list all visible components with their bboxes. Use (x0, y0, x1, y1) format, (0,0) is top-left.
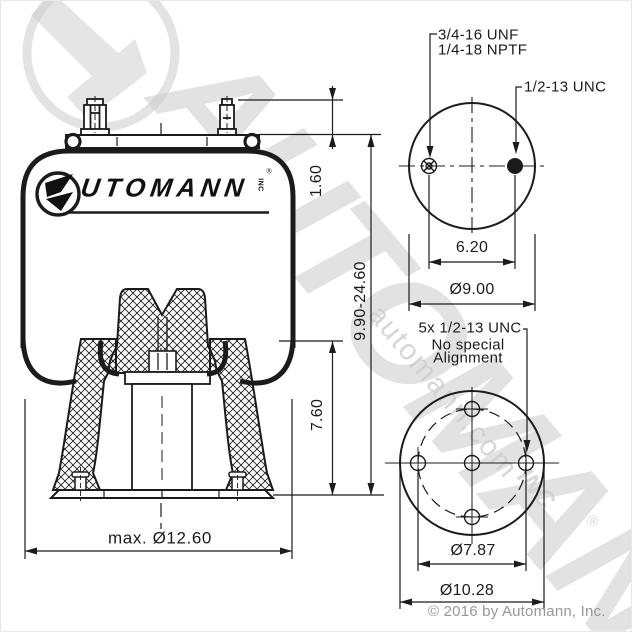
stud-hole (507, 158, 523, 174)
bellows-outline (20, 148, 296, 348)
label-combo-stud-thread-1: 3/4-16 UNF (438, 26, 519, 44)
dimension-linework (24, 33, 545, 609)
label-alignment-note-1: No special (431, 336, 505, 354)
dim-ride-height-range: 9.90-24.60 (352, 261, 369, 341)
top-view (399, 97, 546, 235)
logo-brand-text: UTOMANN (78, 172, 251, 203)
dim-stud-spacing: 6.20 (455, 239, 489, 256)
bolt-holes (409, 400, 535, 526)
dimension-arrowheads (25, 88, 544, 606)
air-fitting-port (420, 157, 438, 175)
label-bolt-spec: 5x 1/2-13 UNC (418, 319, 522, 337)
piston-skirt-line (214, 385, 226, 489)
combo-stud (80, 96, 110, 136)
label-alignment-note-2: Alignment (433, 349, 503, 367)
watermark-arrow-shape (31, 1, 129, 81)
copyright-text: © 2016 by Automann, Inc. (428, 603, 606, 620)
bumper-center-bolt (148, 317, 177, 373)
lobe-inner-right (206, 340, 229, 377)
logo-registered-mark: ® (266, 168, 272, 176)
logo-inc-text: INC (256, 178, 264, 192)
dim-piston-height: 7.60 (309, 398, 326, 432)
label-combo-stud-thread-2: 1/4-18 NPTF (438, 41, 528, 59)
base-bolt-left (71, 467, 90, 501)
piston-wall-right (209, 338, 275, 491)
lobe-inner-left (97, 340, 120, 377)
dim-base-diameter: Ø10.28 (439, 582, 495, 599)
dim-bolt-circle-diameter: Ø7.87 (450, 542, 496, 559)
side-view (20, 96, 296, 529)
base-bolt-right (228, 467, 247, 501)
dim-max-diameter: max. Ø12.60 (108, 528, 212, 548)
mounting-stud (217, 96, 237, 136)
dim-top-plate-diameter: Ø9.00 (449, 281, 495, 298)
rolling-lobe-right (239, 338, 296, 386)
piston-skirt-line (100, 385, 112, 489)
logo-emblem (35, 171, 269, 217)
bead-plate (64, 132, 261, 151)
label-stud-thread: 1/2-13 UNC (524, 78, 607, 96)
dim-stud-height: 1.60 (308, 164, 325, 198)
rolling-lobe-left (20, 338, 77, 386)
piston-wall-left (51, 338, 117, 491)
